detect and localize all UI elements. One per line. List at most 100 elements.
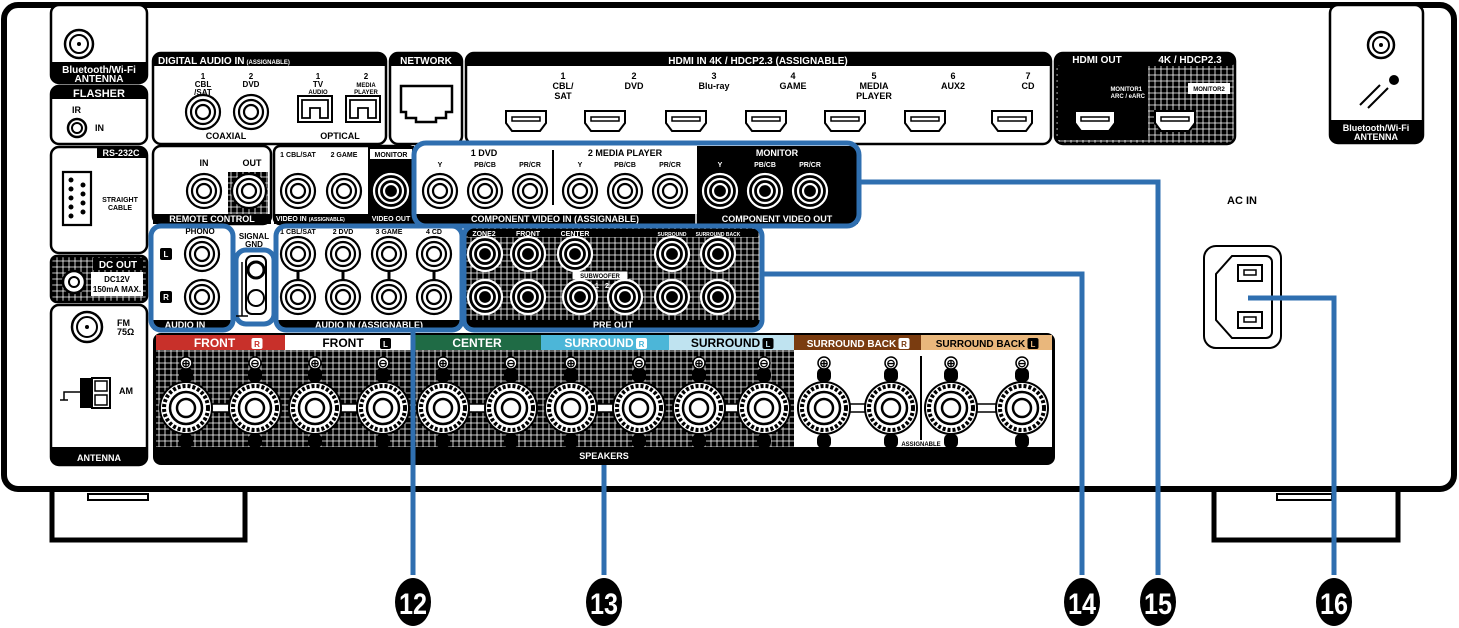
audio-in-phono-section: AUDIO IN PHONO L R — [153, 227, 231, 330]
opt-1-name: TV — [313, 80, 324, 89]
speakers-title: SPEAKERS — [579, 451, 629, 461]
coax-1-jack[interactable] — [184, 93, 222, 131]
svg-text:VIDEO IN(ASSIGNABLE): VIDEO IN(ASSIGNABLE) — [276, 216, 345, 223]
component-in-jack[interactable] — [561, 172, 599, 210]
callout-badge-16 — [1316, 578, 1352, 626]
callout-number-16: 16 — [1320, 588, 1348, 621]
coax-2-num: 2 — [249, 72, 254, 81]
pre-out-jack[interactable] — [509, 235, 547, 273]
speaker-header-6 — [794, 335, 921, 350]
component-in-group-1: 1 DVD — [471, 148, 498, 158]
video-in-1-label: 1 CBL/SAT — [280, 152, 316, 159]
minus-icon: ⊖ — [1017, 358, 1026, 370]
network-port[interactable]: NETWORK — [388, 51, 464, 146]
component-out-group: MONITOR — [756, 148, 799, 158]
rs232c-port[interactable]: RS-232C STRAIGHT CABLE — [49, 145, 149, 255]
audio-in-assign-3-left-jack[interactable] — [370, 235, 408, 273]
hdmi-in-4-num: 4 — [790, 71, 795, 81]
digital-audio-title: DIGITAL AUDIO IN — [158, 56, 244, 67]
pre-out-jack[interactable] — [561, 278, 599, 316]
hdmi-out-monitor1-port[interactable] — [1074, 110, 1116, 132]
coax-2-name: DVD — [243, 80, 260, 89]
pre-out-jack[interactable] — [699, 278, 737, 316]
speaker-channel-name: SURROUND — [564, 336, 634, 350]
am-antenna-terminal[interactable] — [60, 377, 111, 409]
hdmi-in-5-num: 5 — [871, 71, 876, 81]
fm-antenna-jack[interactable] — [70, 310, 104, 344]
component-out-jack[interactable] — [701, 172, 739, 210]
ac-in-inlet[interactable]: AC IN — [1203, 195, 1282, 349]
pre-out-jack[interactable] — [699, 235, 737, 273]
remote-control-section: REMOTE CONTROL IN OUT — [151, 144, 273, 226]
component-in-channel-label: Y — [578, 162, 583, 169]
speaker-channel-name: FRONT — [194, 336, 236, 350]
audio-in-assign-4-right-jack[interactable] — [415, 278, 453, 316]
component-out-jack[interactable] — [791, 172, 829, 210]
speaker-channel-name: SURROUND BACK — [807, 339, 897, 350]
audio-in-assign-1-right-jack[interactable] — [279, 278, 317, 316]
hdmi-out-title: HDMI OUT — [1072, 55, 1121, 66]
component-out-jack[interactable] — [746, 172, 784, 210]
bt-antenna-left[interactable]: Bluetooth/Wi-Fi ANTENNA — [49, 3, 149, 85]
pre-out-jack[interactable] — [509, 278, 547, 316]
component-in-jack[interactable] — [511, 172, 549, 210]
component-in-jack[interactable] — [651, 172, 689, 210]
speaker-side-label: R — [901, 340, 907, 349]
component-in-jack[interactable] — [466, 172, 504, 210]
dc-out-jack[interactable]: DC OUT DC12V 150mA MAX. — [49, 254, 149, 304]
phono-label: PHONO — [185, 227, 214, 236]
hdmi-in-2-num: 2 — [631, 71, 636, 81]
am-label: AM — [119, 386, 133, 396]
flasher-title: FLASHER — [73, 88, 125, 100]
remote-out-label: OUT — [243, 158, 263, 168]
hdmi-out-section: HDMI OUT 4K / HDCP2.3 MONITOR1 ARC / eAR… — [1053, 51, 1237, 146]
hdmi-in-4-port[interactable] — [745, 110, 787, 132]
pre-out-jack[interactable] — [653, 278, 691, 316]
hdmi-out-monitor2-port[interactable] — [1154, 110, 1196, 132]
hdmi-in-7-port[interactable] — [991, 110, 1033, 132]
remote-control-title: REMOTE CONTROL — [169, 214, 255, 224]
video-in-2-jack[interactable] — [325, 172, 363, 210]
hdmi-in-2-name: DVD — [624, 81, 644, 91]
component-in-jack[interactable] — [421, 172, 459, 210]
audio-in-assign-4-left-jack[interactable] — [415, 235, 453, 273]
minus-icon: ⊖ — [378, 358, 387, 370]
pre-out-jack[interactable] — [653, 235, 691, 273]
callout-number-12: 12 — [399, 588, 427, 621]
phono-left-jack[interactable] — [183, 235, 221, 273]
hdmi-in-title: HDMI IN 4K / HDCP2.3 (ASSIGNABLE) — [668, 56, 847, 67]
hdmi-in-3-port[interactable] — [665, 110, 707, 132]
flasher-in-jack[interactable]: FLASHER IR IN — [49, 84, 149, 146]
audio-in-assign-1-left-jack[interactable] — [279, 235, 317, 273]
hdmi-in-5-port[interactable] — [824, 110, 866, 132]
video-in-1-jack[interactable] — [279, 172, 317, 210]
signal-gnd-label1: SIGNAL — [239, 232, 269, 241]
coax-2-jack[interactable] — [232, 93, 270, 131]
remote-in-label: IN — [200, 158, 209, 168]
pre-out-jack[interactable] — [606, 278, 644, 316]
hdmi-in-7-num: 7 — [1025, 71, 1030, 81]
hdmi-in-1-port[interactable] — [505, 110, 547, 132]
component-in-jack[interactable] — [606, 172, 644, 210]
audio-in-assign-3-right-jack[interactable] — [370, 278, 408, 316]
audio-in-assign-2-right-jack[interactable] — [324, 278, 362, 316]
audio-in-assign-2-left-jack[interactable] — [324, 235, 362, 273]
hdmi-in-3-name: Blu-ray — [698, 81, 729, 91]
hdmi-in-6-name: AUX2 — [941, 81, 965, 91]
callout-badge-13 — [586, 578, 622, 626]
optical-2-jack[interactable] — [345, 95, 381, 123]
remote-out-jack[interactable] — [230, 172, 268, 210]
pre-out-jack[interactable] — [466, 235, 504, 273]
rs232c-cable-label2: CABLE — [108, 205, 132, 212]
hdmi-in-6-port[interactable] — [904, 110, 946, 132]
bt-antenna-right[interactable]: Bluetooth/Wi-Fi ANTENNA — [1328, 3, 1425, 145]
remote-in-jack[interactable] — [185, 172, 223, 210]
phono-right-jack[interactable] — [183, 278, 221, 316]
hdmi-in-2-port[interactable] — [584, 110, 626, 132]
pre-out-jack[interactable] — [466, 278, 504, 316]
hdmi-in-4-name: GAME — [780, 81, 807, 91]
video-out-monitor-jack[interactable] — [372, 172, 410, 210]
speakers-assignable-label: ASSIGNABLE — [901, 442, 940, 448]
pre-out-jack[interactable] — [556, 235, 594, 273]
optical-1-jack[interactable] — [297, 95, 333, 123]
